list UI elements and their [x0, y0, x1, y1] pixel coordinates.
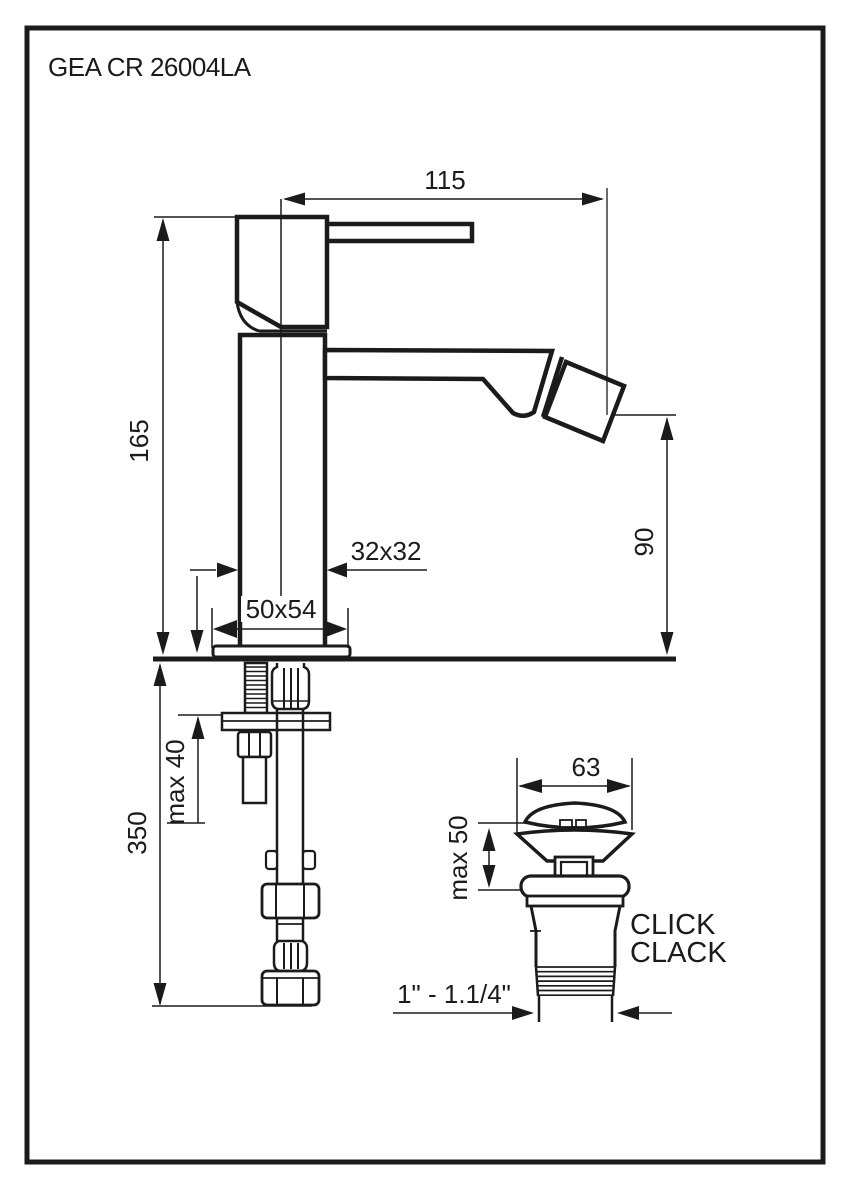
faucet-side-view — [211, 214, 627, 659]
handle-tilt-arc — [235, 301, 260, 333]
drain-cap-detail — [547, 819, 603, 828]
drain-body — [529, 905, 622, 967]
dimension-63: 63 — [518, 752, 631, 793]
drawing-border — [24, 25, 826, 1165]
arrow-up-icon — [191, 716, 205, 739]
click-clack-label: CLICK CLACK — [630, 909, 727, 969]
arrow-right-icon — [582, 192, 604, 206]
drain-type-line1: CLICK — [630, 909, 716, 941]
arrow-right-icon — [217, 562, 238, 578]
dim-spout-height-label: 90 — [629, 528, 659, 557]
stud-thread-hatch — [245, 666, 267, 709]
faucet-handle-head — [234, 214, 330, 330]
dimension-32x32: 32x32 — [190, 536, 427, 653]
dimension-350: 350 — [122, 663, 167, 1006]
dim-drain-max-label: max 50 — [443, 815, 473, 900]
dimension-165: 165 — [124, 216, 237, 655]
arrow-up-icon — [660, 417, 674, 440]
drain-flange — [519, 874, 631, 899]
product-code-title: GEA CR 26004LA — [48, 52, 252, 82]
faucet-body-column — [237, 332, 328, 651]
arrow-up-icon — [153, 663, 167, 686]
drain-funnel — [513, 828, 636, 863]
arrow-down-icon — [153, 983, 167, 1006]
stud-tail — [241, 755, 268, 805]
faucet-spout — [322, 347, 556, 418]
drain-flange-lip — [525, 894, 625, 908]
arrow-left-icon — [283, 192, 305, 206]
arrow-left-icon — [213, 620, 237, 638]
dim-drain-thread-label: 1" - 1.1/4" — [397, 979, 511, 1009]
dimension-50x54: 50x54 — [211, 594, 349, 648]
drain-cap-dome — [522, 801, 628, 830]
faucet-lever-bar — [322, 221, 475, 244]
dim-max-deck-label: max 40 — [160, 739, 190, 824]
stud-hex-nut — [236, 730, 273, 759]
arrow-down-icon — [190, 630, 204, 653]
under-deck-assembly — [152, 661, 332, 1007]
drain-tailpipe — [537, 996, 614, 1022]
arrow-down-icon — [482, 865, 496, 888]
hose-lower-braid — [272, 939, 309, 973]
aerator-tilted-square — [542, 359, 627, 444]
drain-thread-section — [534, 966, 617, 997]
hose-tube — [264, 709, 317, 884]
dim-body-height-label: 165 — [124, 419, 154, 462]
arrow-right-icon — [512, 1006, 534, 1020]
hose-end-hex-nut — [260, 969, 321, 1007]
arrow-left-icon — [327, 562, 347, 578]
dim-spout-reach-label: 115 — [424, 165, 465, 195]
arrow-right-icon — [323, 620, 347, 638]
faucet-base-plate — [211, 644, 352, 659]
dim-drain-cap-label: 63 — [572, 752, 601, 782]
threaded-stud — [243, 661, 269, 715]
arrow-down-icon — [156, 632, 170, 655]
arrow-up-icon — [482, 828, 496, 851]
dimension-max50: max 50 — [443, 815, 527, 901]
arrow-down-icon — [660, 632, 674, 655]
hose-hex-fitting — [260, 882, 321, 920]
drain-valve-view — [513, 758, 636, 1022]
dimension-max40: max 40 — [160, 714, 222, 825]
dimension-90: 90 — [611, 414, 676, 655]
arrow-left-icon — [617, 1006, 639, 1020]
dim-hose-length-label: 350 — [122, 811, 152, 854]
aerator-joint-line — [540, 356, 565, 418]
drain-type-line2: CLACK — [630, 937, 727, 969]
arrow-up-icon — [156, 218, 170, 241]
dimension-115: 115 — [283, 165, 608, 415]
arrow-right-icon — [607, 779, 631, 793]
arrow-left-icon — [518, 779, 542, 793]
hose-neck — [275, 918, 305, 941]
dim-base-plate-label: 50x54 — [246, 594, 317, 624]
dimension-drain-thread: 1" - 1.1/4" — [393, 979, 672, 1020]
label-mask — [241, 596, 321, 622]
dim-body-section-label: 32x32 — [351, 536, 422, 566]
hose-upper-fitting — [270, 663, 311, 711]
